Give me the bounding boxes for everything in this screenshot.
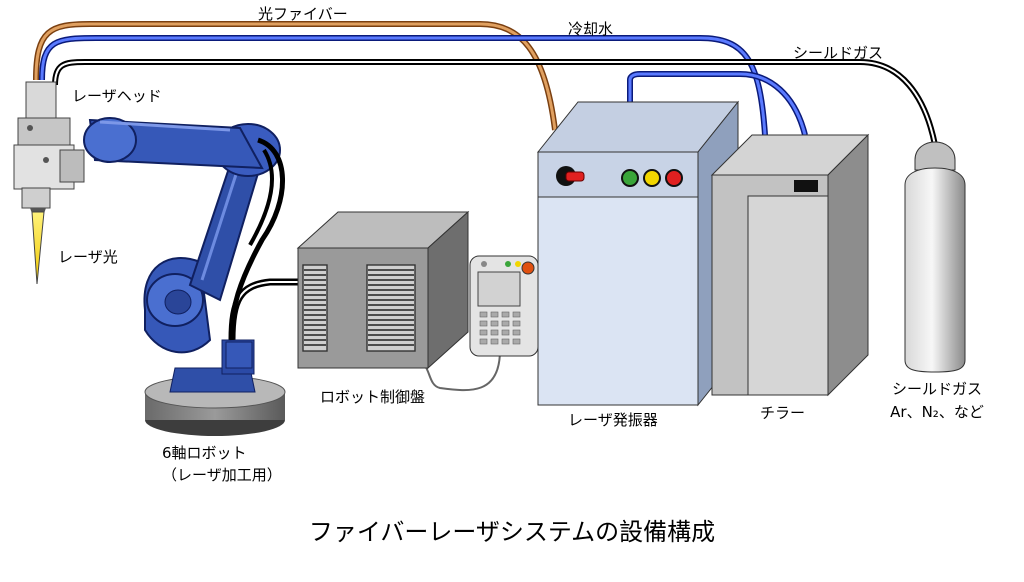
label-shield-gas-line: シールドガス [793,44,884,62]
label-gas-cylinder: シールドガス [891,380,982,398]
label-cooling-water: 冷却水 [568,20,614,38]
controller-vent-left [302,264,328,352]
robot-connector-box [225,341,253,369]
laser-oscillator [536,100,740,407]
label-laser-beam: レーザ光 [58,248,118,266]
fiber-cable [33,21,558,131]
label-robot-line2: （レーザ加工用） [162,466,282,484]
lamp-green [621,169,639,187]
robot-control-cable [228,278,298,341]
shield-gas-line [52,59,938,146]
label-chiller: チラー [760,404,806,422]
lamp-yellow [643,169,661,187]
teach-pendant [469,255,539,357]
pendant-cable [424,349,501,392]
label-robot-controller: ロボット制御盤 [320,388,426,406]
label-laser-head: レーザヘッド [72,87,162,105]
gas-cylinder [904,141,966,373]
chiller [710,133,870,397]
label-gas-types: Ar、N₂、など [890,403,984,421]
robot-controller [296,210,470,370]
controller-vent-right [366,264,416,352]
lamp-red [665,169,683,187]
laser-beam [31,211,45,285]
cooling-water-lines [39,35,808,136]
label-robot-line1: 6軸ロボット [162,444,247,462]
label-fiber: 光ファイバー [258,5,348,23]
chiller-display [794,180,818,192]
label-laser-oscillator: レーザ発振器 [568,411,658,429]
key-switch [556,166,585,186]
diagram-title: ファイバーレーザシステムの設備構成 [308,518,716,546]
laser-head [13,81,85,230]
